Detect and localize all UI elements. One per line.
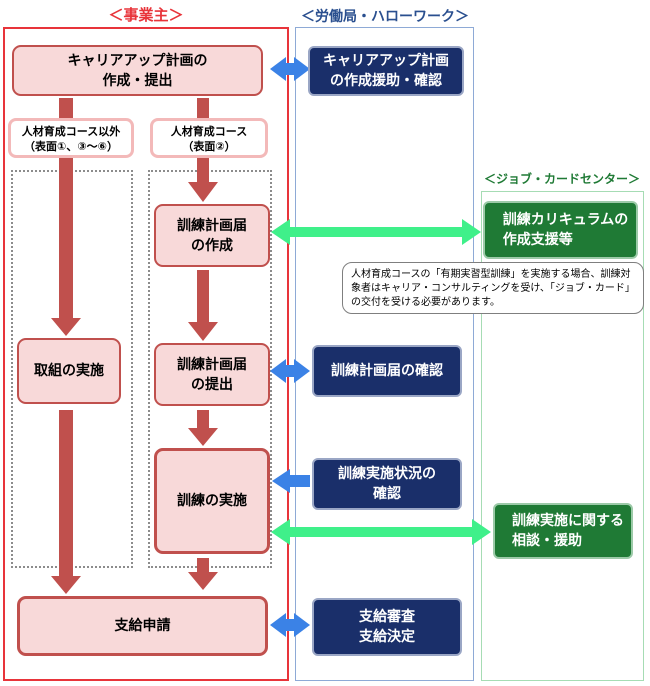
training-execute-box: 訓練の実施 [154, 448, 270, 554]
payment-decision-box: 支給審査 支給決定 [312, 598, 462, 656]
labor-office-frame [295, 27, 474, 681]
training-plan-confirm-box: 訓練計画届の確認 [312, 345, 462, 397]
arrow-execute-to-payment [188, 558, 218, 590]
training-plan-submit-box: 訓練計画届 の提出 [154, 343, 270, 406]
arrow-status-confirm [272, 469, 310, 493]
curriculum-support-box: 訓練カリキュラムの 作成支援等 [483, 201, 638, 259]
job-card-center-column-title: ＜ジョブ・カードセンター＞ [483, 172, 640, 186]
training-plan-create-box: 訓練計画届 の作成 [154, 204, 270, 267]
payment-application-box: 支給申請 [17, 596, 268, 656]
arrow-plan-support [270, 57, 310, 81]
arrow-initiatives-to-payment [51, 410, 81, 594]
arrow-plan-to-initiatives [51, 98, 81, 336]
job-card-center-frame [481, 191, 644, 681]
career-up-plan-create-box: キャリアアップ計画の 作成・提出 [12, 45, 263, 96]
initiatives-box: 取組の実施 [17, 338, 121, 404]
labor-office-column-title: ＜労働局・ハローワーク＞ [301, 9, 469, 25]
hr-course-label: 人材育成コース （表面②） [150, 118, 268, 158]
other-courses-label: 人材育成コース以外 （表面①、③～⑥） [8, 118, 134, 158]
plan-support-box: キャリアアップ計画 の作成援助・確認 [308, 46, 464, 96]
arrow-create-to-submit [188, 270, 218, 341]
job-card-note: 人材育成コースの「有期実習型訓練」を実施する場合、訓練対象者はキャリア・コンサル… [342, 262, 644, 314]
arrow-curriculum-support [271, 219, 481, 245]
red-flow-arrows [51, 98, 218, 594]
training-status-confirm-box: 訓練実施状況の 確認 [312, 458, 462, 510]
employer-frame [3, 27, 289, 681]
arrow-plan-to-hr-label [61, 98, 71, 118]
arrow-payment-decision [270, 613, 310, 637]
arrow-submit-to-execute [188, 410, 218, 446]
hr-course-group [148, 170, 272, 568]
arrow-plan-confirm [270, 359, 310, 383]
blue-arrows [270, 57, 310, 637]
green-arrows [271, 219, 491, 545]
employer-column-title: ＜事業主＞ [108, 6, 184, 24]
consultation-support-box: 訓練実施に関する 相談・援助 [493, 503, 633, 559]
arrow-consultation-support [271, 519, 491, 545]
